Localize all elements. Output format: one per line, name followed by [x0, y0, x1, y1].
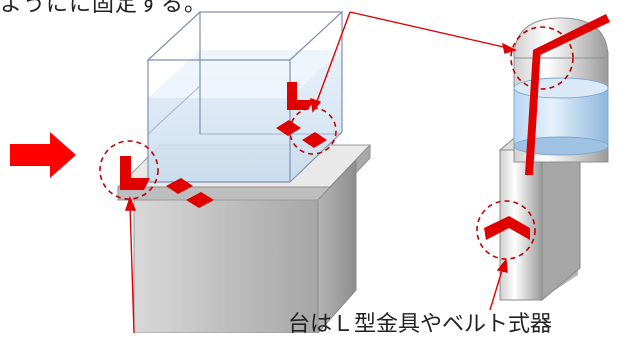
- cylinder-appliance: [498, 17, 609, 302]
- aquarium-tank: [146, 11, 344, 183]
- caption-bottom: 台はＬ型金具やベルト式器: [288, 312, 553, 337]
- right-arrow-icon: [10, 132, 76, 178]
- leader-lines: [125, 11, 517, 334]
- belt-strap-icon: [525, 14, 610, 175]
- caption-top: ようにに固定する。: [0, 0, 208, 17]
- l-bracket-icon: [484, 216, 530, 240]
- l-bracket-icon: [120, 82, 327, 208]
